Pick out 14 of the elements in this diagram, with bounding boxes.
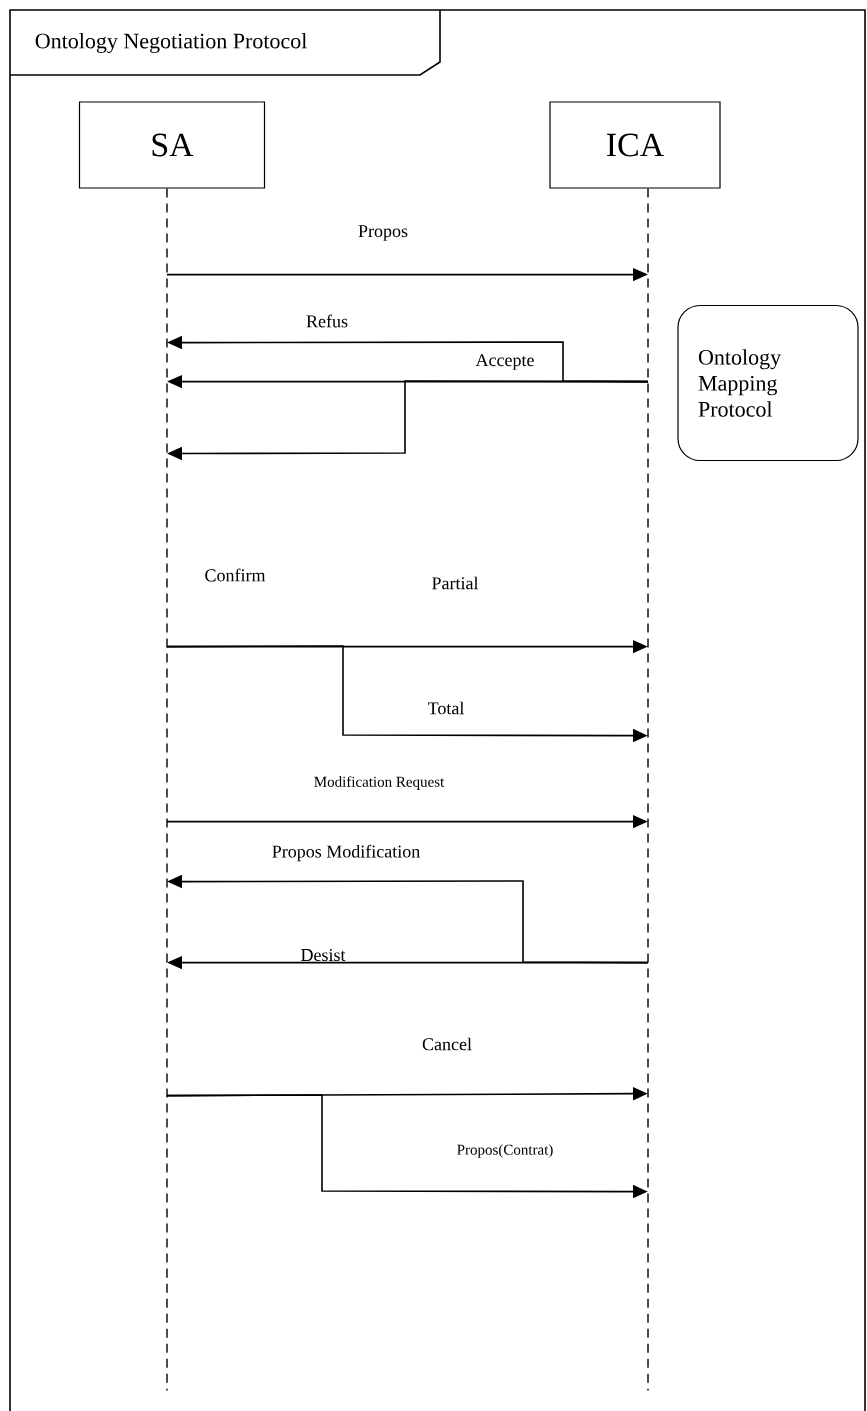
edge-label: Propos [358,225,408,241]
edge-label: Modification Request [314,776,445,790]
lifeline-box: ICA [549,101,721,189]
edge-label: Accepte [475,354,534,370]
edge-label: Propos(Contrat) [457,1144,553,1158]
edge-label: Cancel [422,1037,472,1051]
edge-label: Partial [432,576,479,590]
rounded-box: Ontology Mapping Protocol [677,304,859,462]
edge-label: Refus [306,314,348,328]
edge-label: Total [427,701,465,715]
edge-label: Propos Modification [272,844,420,862]
trunk-label: Confirm [205,568,266,582]
lifeline-box: SA [78,101,266,189]
edge-label: Desist [301,948,346,962]
